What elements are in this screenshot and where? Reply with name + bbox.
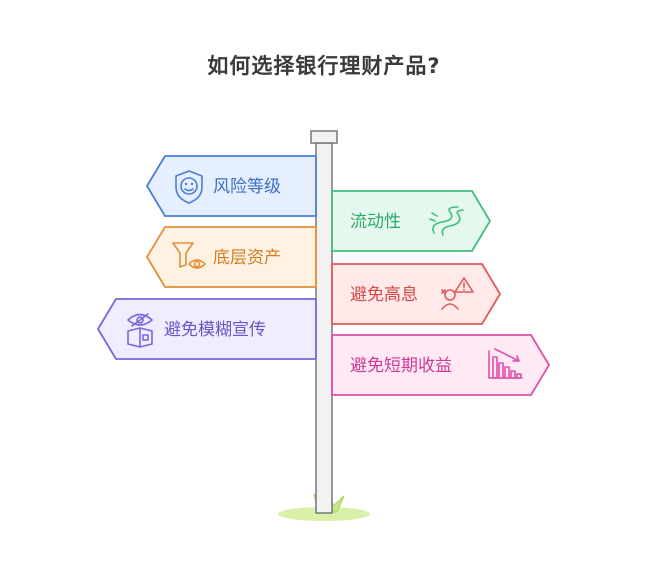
funnel-eye-icon xyxy=(172,242,206,269)
sign-board xyxy=(146,226,317,288)
sign-underlying: 底层资产 xyxy=(146,226,317,288)
grass-ground xyxy=(278,507,370,521)
sign-board xyxy=(331,334,550,396)
sign-high-yield: 避免高息 xyxy=(331,263,501,325)
sign-short-term: 避免短期收益 xyxy=(331,334,550,396)
sign-label: 避免高息 xyxy=(350,285,418,305)
declining-bars-icon xyxy=(488,348,523,379)
winding-road-icon xyxy=(429,206,464,236)
signpost-cap xyxy=(310,130,338,144)
signpost-pole xyxy=(315,142,333,514)
sign-risk-level: 风险等级 xyxy=(146,155,317,217)
sign-label: 风险等级 xyxy=(213,177,281,197)
sign-label: 避免模糊宣传 xyxy=(164,320,266,340)
sign-vague-ads: 避免模糊宣传 xyxy=(97,298,317,360)
page-title: 如何选择银行理财产品? xyxy=(207,54,441,78)
sign-label: 底层资产 xyxy=(213,248,281,268)
sign-liquidity: 流动性 xyxy=(331,190,491,252)
sign-label: 避免短期收益 xyxy=(350,356,452,376)
warning-person-icon xyxy=(441,277,474,310)
sign-label: 流动性 xyxy=(350,212,401,232)
eye-box-icon xyxy=(127,313,153,348)
shield-smile-icon xyxy=(175,170,203,204)
sign-board xyxy=(331,190,491,252)
